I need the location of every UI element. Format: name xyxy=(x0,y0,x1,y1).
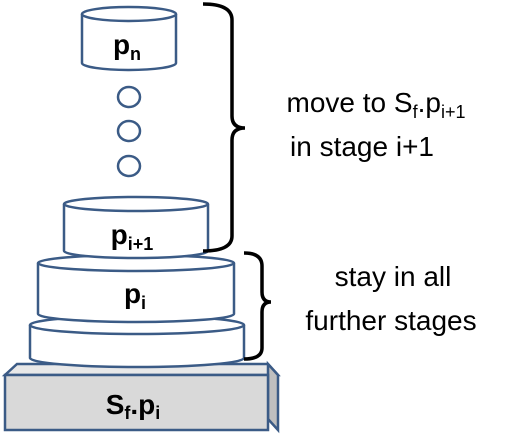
base-side-face xyxy=(266,360,280,434)
disk-pn-body xyxy=(80,14,178,72)
move-annotation-line2: in stage i+1 xyxy=(290,131,434,162)
base-front-face xyxy=(3,373,270,432)
disk-pn-label: pn xyxy=(113,29,141,64)
disk-pn-top xyxy=(80,5,178,23)
brace-upper xyxy=(202,2,246,253)
disk-pi1-label: pi+1 xyxy=(111,219,154,254)
disk-bottom xyxy=(28,314,246,369)
brace-lower xyxy=(243,251,272,361)
disk-bottom-body xyxy=(28,325,246,369)
disk-pi: pi xyxy=(36,253,236,324)
base-label: Sf.pi xyxy=(106,389,161,423)
disk-pi-label: pi xyxy=(124,278,146,313)
dot-2 xyxy=(116,119,142,143)
ellipsis-dots xyxy=(116,85,142,178)
base-block: Sf.pi xyxy=(1,360,281,434)
move-annotation-line1: move to Sf.pi+1 xyxy=(287,87,466,122)
disk-pi1: pi+1 xyxy=(62,195,210,260)
dot-3 xyxy=(116,154,142,178)
disk-pi1-top xyxy=(62,195,210,213)
dot-1 xyxy=(116,85,142,109)
stay-annotation-line2: further stages xyxy=(305,305,476,336)
stay-annotation-line1: stay in all xyxy=(335,261,452,292)
disk-pn: pn xyxy=(80,5,178,72)
disk-pi1-body xyxy=(62,204,210,260)
disk-pi-body xyxy=(36,263,236,324)
